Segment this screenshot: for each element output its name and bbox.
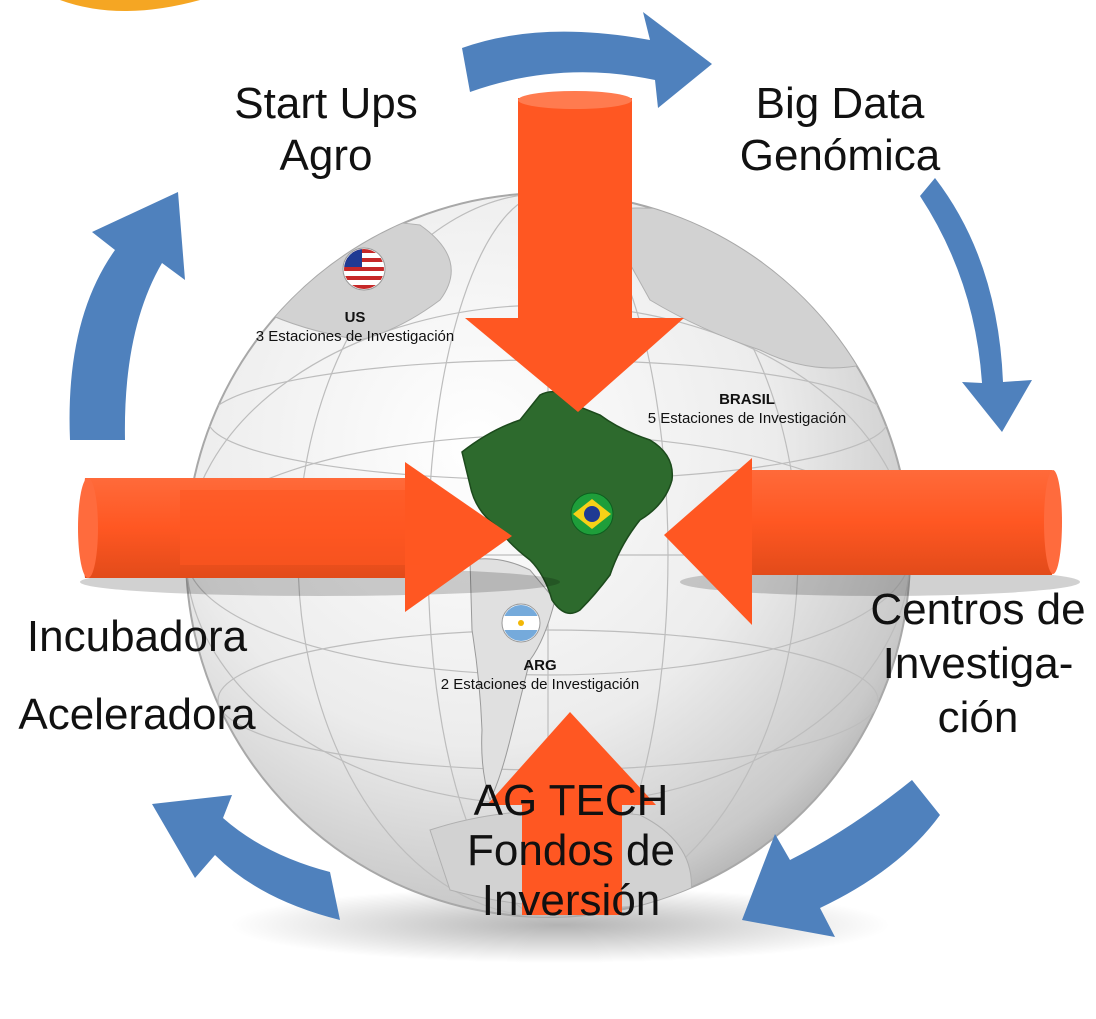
arrow-from-bottom	[487, 712, 656, 915]
inward-arrows	[78, 91, 1080, 915]
node-agtech-line2: Fondos de	[467, 826, 675, 875]
arrow-from-right	[664, 458, 1080, 625]
arrow-from-left	[78, 462, 560, 612]
node-big-data-genomica: Big Data Genómica	[720, 78, 960, 182]
cycle-arrow-left	[69, 192, 185, 440]
country-arg-name: ARG	[523, 657, 557, 674]
node-centros-line2: Investiga-	[882, 639, 1074, 688]
country-arg-stations: 2 Estaciones de Investigación	[440, 676, 640, 693]
country-brasil-label: BRASIL 5 Estaciones de Investigación	[602, 390, 892, 428]
country-arg-label: ARG 2 Estaciones de Investigación	[395, 656, 685, 694]
country-us-name: US	[344, 309, 366, 326]
sun-fragment-icon	[60, 0, 200, 11]
node-agtech-line3: Inversión	[481, 876, 661, 925]
argentina-flag-icon	[501, 603, 541, 643]
node-incubadora-line1: Incubadora	[26, 612, 248, 661]
node-bigdata-line1: Big Data	[755, 79, 925, 128]
node-incubadora-aceleradora: Incubadora Aceleradora	[2, 598, 272, 754]
cycle-arrow-right-top	[920, 178, 1032, 432]
node-centros-line1: Centros de	[870, 585, 1086, 634]
country-brasil-name: BRASIL	[719, 391, 775, 408]
node-centros-line3: ción	[937, 693, 1019, 742]
node-centros-investigacion: Centros de Investiga- ción	[862, 583, 1094, 745]
arrow-from-top	[465, 91, 684, 412]
node-bigdata-line2: Genómica	[739, 131, 941, 180]
node-startups-agro: Start Ups Agro	[212, 78, 440, 182]
us-flag-icon	[342, 247, 386, 291]
node-incubadora-line2: Aceleradora	[18, 690, 256, 739]
country-us-label: US 3 Estaciones de Investigación	[210, 308, 500, 346]
cycle-arrow-top	[462, 12, 712, 108]
brazil-flag-icon	[570, 492, 614, 536]
node-startups-line2: Agro	[279, 131, 373, 180]
cycle-arrows	[69, 12, 1032, 937]
cycle-arrow-right-bottom	[742, 780, 940, 937]
cycle-arrow-left-bottom	[152, 795, 340, 920]
node-agtech-fondos: AG TECH Fondos de Inversión	[440, 776, 702, 926]
node-startups-line1: Start Ups	[234, 79, 418, 128]
country-brasil-stations: 5 Estaciones de Investigación	[647, 410, 847, 427]
country-us-stations: 3 Estaciones de Investigación	[255, 328, 455, 345]
node-agtech-line1: AG TECH	[473, 776, 669, 825]
